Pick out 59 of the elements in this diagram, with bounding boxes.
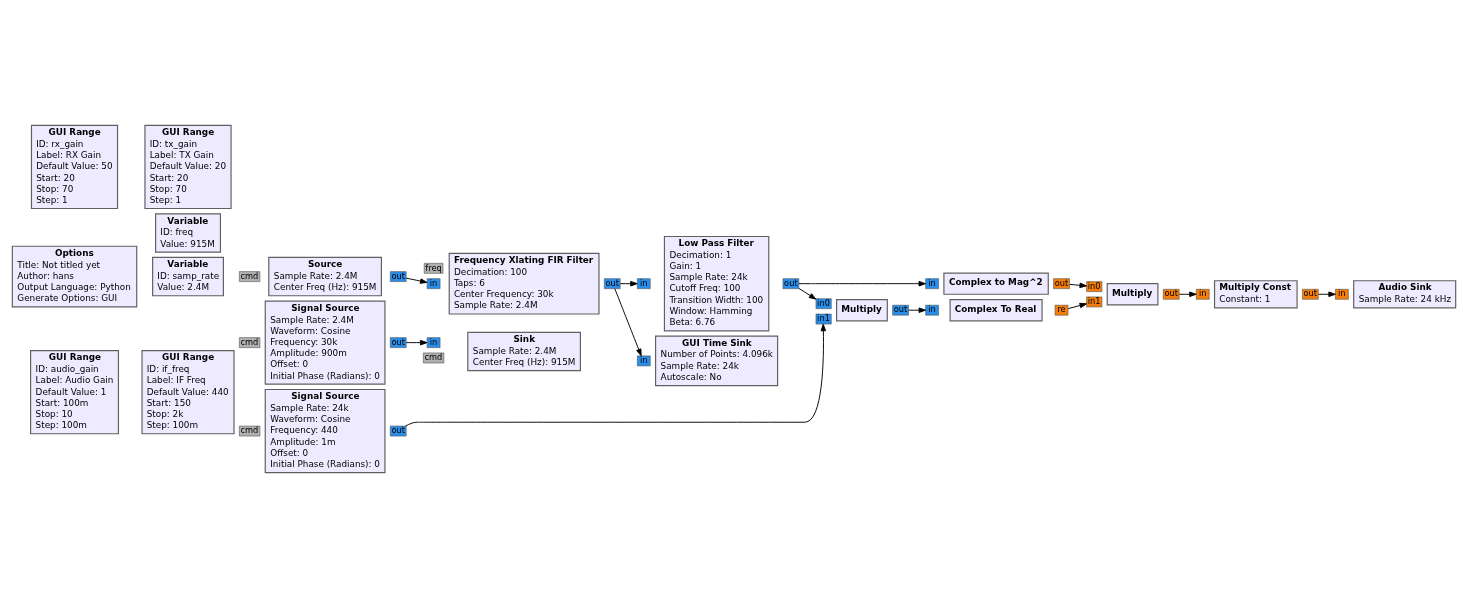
node-box: in1: [815, 313, 832, 325]
node-box: Multiply: [1106, 283, 1159, 306]
arrow: [798, 287, 817, 300]
node-box: Multiply Const Constant: 1: [1213, 280, 1298, 309]
node-box: cmd: [239, 425, 261, 437]
arrow: [405, 323, 827, 427]
node-box: cmd: [239, 337, 261, 348]
node-box: out: [1302, 288, 1319, 300]
node-box: in0: [1086, 281, 1103, 292]
node-box: in: [426, 337, 441, 348]
arrow: [405, 339, 428, 346]
node-box: in1: [1086, 296, 1103, 308]
node-box: Complex To Real: [949, 299, 1043, 322]
node-box: in: [925, 304, 939, 316]
node-box: Audio Sink Sample Rate: 24 kHz: [1353, 280, 1457, 309]
node-box: out: [389, 425, 407, 437]
node-box: Signal Source Sample Rate: 2.4M Waveform: Cosine Frequency: 30k Amplitude: 900m Offset: 0 Initial Phase (Radians): 0: [264, 300, 386, 385]
node-box: out: [389, 337, 407, 348]
node-box: out: [1053, 278, 1070, 289]
arrow: [798, 280, 926, 287]
node-box: GUI Range ID: audio_gain Label: Audio Gain Default Value: 1 Start: 100m Stop: 10 Step: 100m: [30, 350, 120, 435]
node-box: Frequency Xlating FIR Filter Decimation: 100 Taps: 6 Center Frequency: 30k Sample Rate: 2.4M: [448, 252, 600, 315]
node-box: cmd: [422, 352, 445, 364]
node-box: out: [1162, 288, 1180, 300]
arrow: [908, 307, 926, 313]
node-box: GUI Range ID: tx_gain Label: TX Gain Default Value: 20 Start: 20 Stop: 70 Step: 1: [144, 124, 232, 210]
node-box: GUI Range ID: rx_gain Label: RX Gain Default Value: 50 Start: 20 Stop: 70 Step: 1: [30, 124, 119, 210]
node-box: Signal Source Sample Rate: 24k Waveform: Cosine Frequency: 440 Amplitude: 1m Offset: 0 Initial Phase (Radians): 0: [264, 388, 386, 474]
node-box: Sink Sample Rate: 2.4M Center Freq (Hz): 915M: [467, 331, 581, 372]
node-box: Multiply: [836, 299, 888, 322]
node-box: Options Title: Not titled yet Author: hans Output Language: Python Generate Options: GUI: [11, 245, 138, 308]
node-box: Complex to Mag^2: [943, 272, 1049, 295]
node-box: in: [925, 278, 939, 289]
node-box: in: [637, 278, 651, 289]
arrow: [405, 277, 428, 284]
node-box: freq: [423, 263, 444, 274]
node-box: in: [1335, 288, 1349, 300]
node-box: in: [426, 278, 441, 289]
node-box: in: [1195, 288, 1210, 300]
node-box: Source Sample Rate: 2.4M Center Freq (Hz): 915M: [268, 256, 382, 297]
node-box: out: [782, 278, 800, 289]
arrow: [1067, 302, 1087, 310]
node-box: out: [604, 278, 621, 289]
node-box: Low Pass Filter Decimation: 1 Gain: 1 Sample Rate: 24k Cutoff Freq: 100 Transition Width: 100 Window: Hamming Beta: 6.76: [663, 235, 770, 332]
node-box: cmd: [239, 271, 261, 282]
node-box: Variable ID: samp_rate Value: 2.4M: [152, 256, 224, 297]
arrow: [614, 288, 642, 357]
arrow: [619, 280, 638, 287]
node-box: in: [637, 355, 651, 367]
node-box: out: [389, 271, 407, 282]
node-box: re: [1054, 304, 1069, 316]
node-box: Variable ID: freq Value: 915M: [155, 213, 222, 253]
arrow: [1069, 282, 1087, 289]
node-box: out: [892, 304, 909, 316]
node-box: in0: [815, 298, 832, 310]
arrow: [1317, 291, 1336, 298]
arrow: [1178, 291, 1197, 298]
node-box: GUI Range ID: if_freq Label: IF Freq Default Value: 440 Start: 150 Stop: 2k Step: 100m: [141, 350, 235, 435]
node-box: GUI Time Sink Number of Points: 4.096k Sample Rate: 24k Autoscale: No: [655, 335, 779, 387]
